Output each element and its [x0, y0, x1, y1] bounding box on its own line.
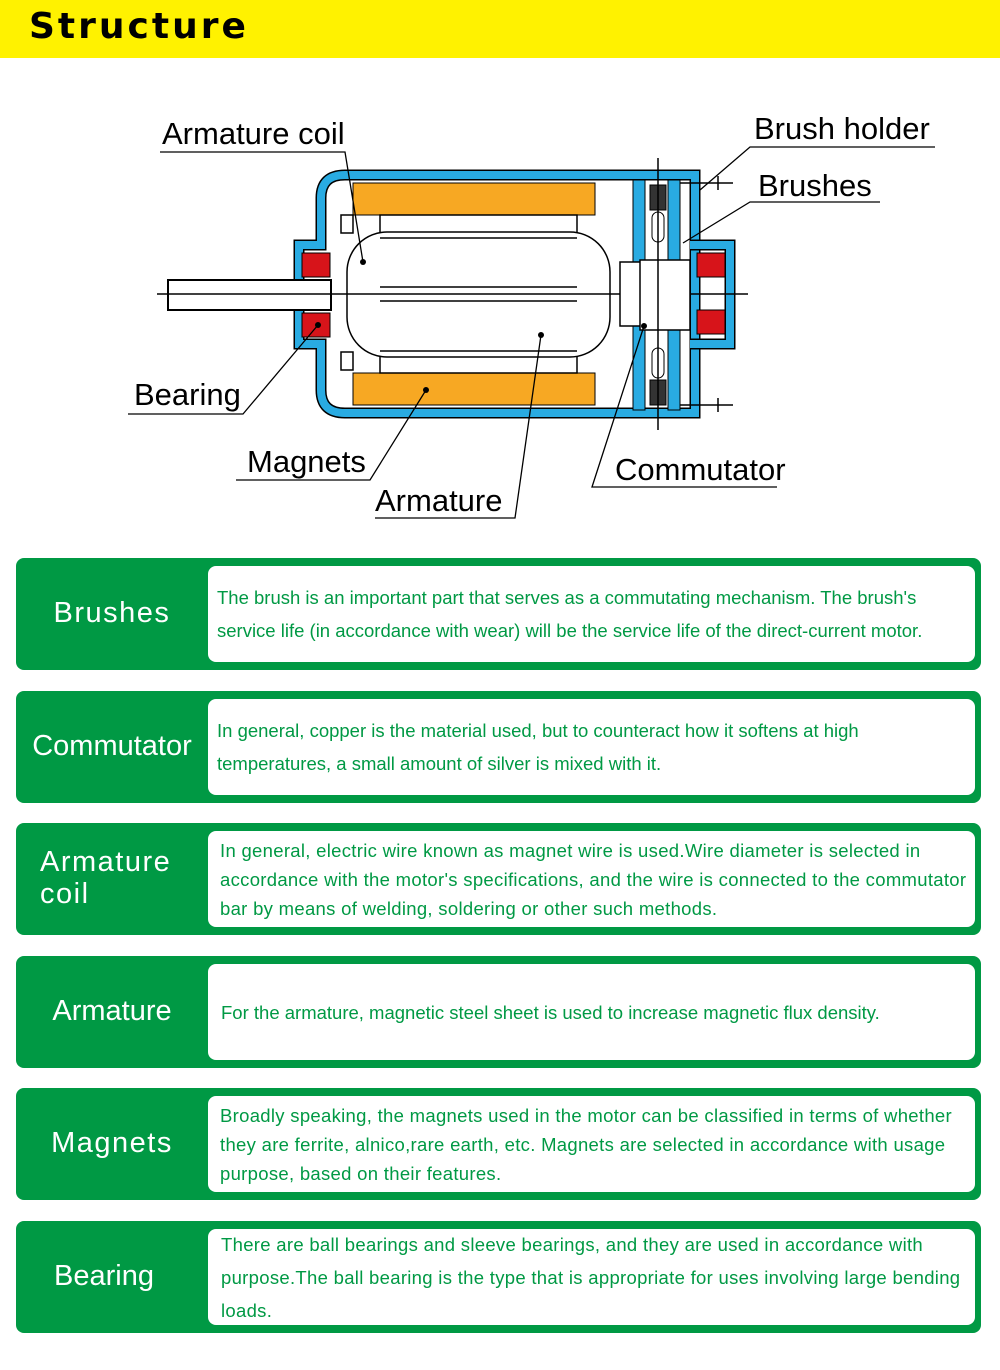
part-name: Magnets — [51, 1127, 173, 1160]
part-card-commutator: Commutator In general, copper is the mat… — [16, 691, 981, 803]
part-description: The brush is an important part that serv… — [208, 566, 975, 662]
label-armature: Armature — [375, 483, 502, 518]
section-header: Structure — [0, 0, 1000, 58]
part-description: In general, copper is the material used,… — [208, 699, 975, 795]
part-name: Armature coil — [40, 846, 172, 910]
part-description: For the armature, magnetic steel sheet i… — [208, 964, 975, 1060]
label-bearing: Bearing — [134, 377, 241, 412]
part-name: Bearing — [54, 1260, 154, 1293]
label-commutator: Commutator — [615, 452, 786, 487]
part-name: Commutator — [32, 730, 192, 763]
bearings — [301, 252, 726, 338]
label-armature-coil: Armature coil — [162, 116, 345, 151]
part-card-brushes: Brushes The brush is an important part t… — [16, 558, 981, 670]
part-description: There are ball bearings and sleeve beari… — [208, 1229, 975, 1325]
part-description: Broadly speaking, the magnets used in th… — [208, 1096, 975, 1192]
magnet-bottom — [352, 372, 596, 406]
commutator — [619, 259, 691, 331]
part-card-bearing: Bearing There are ball bearings and slee… — [16, 1221, 981, 1333]
label-brush-holder: Brush holder — [754, 111, 930, 146]
part-description: In general, electric wire known as magne… — [208, 831, 975, 927]
motor-diagram: Armature coil Brush holder Brushes Beari… — [128, 111, 935, 519]
part-card-armature-coil: Armature coil In general, electric wire … — [16, 823, 981, 935]
part-card-armature: Armature For the armature, magnetic stee… — [16, 956, 981, 1068]
leader-lines — [128, 146, 935, 519]
label-magnets: Magnets — [247, 444, 366, 479]
terminals — [680, 176, 733, 412]
part-name: Armature — [52, 995, 172, 1028]
part-card-magnets: Magnets Broadly speaking, the magnets us… — [16, 1088, 981, 1200]
shaft — [167, 279, 332, 311]
magnet-top — [352, 182, 596, 216]
page-title: Structure — [29, 6, 249, 47]
part-name: Brushes — [53, 597, 171, 630]
label-brushes: Brushes — [758, 168, 872, 203]
leader-dots — [315, 259, 647, 393]
